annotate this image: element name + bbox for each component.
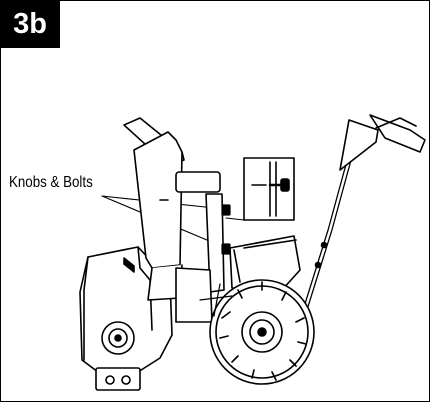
wheel <box>209 279 315 385</box>
handle-frame <box>302 114 426 313</box>
frame-links <box>199 283 233 317</box>
detail-inset <box>243 157 295 221</box>
discharge-chute <box>123 117 185 301</box>
step-badge: 3b <box>0 0 60 48</box>
control-plate <box>95 367 141 391</box>
callout-label: Knobs & Bolts <box>9 174 93 191</box>
knob-icon <box>221 204 231 255</box>
engine-body <box>175 171 301 323</box>
